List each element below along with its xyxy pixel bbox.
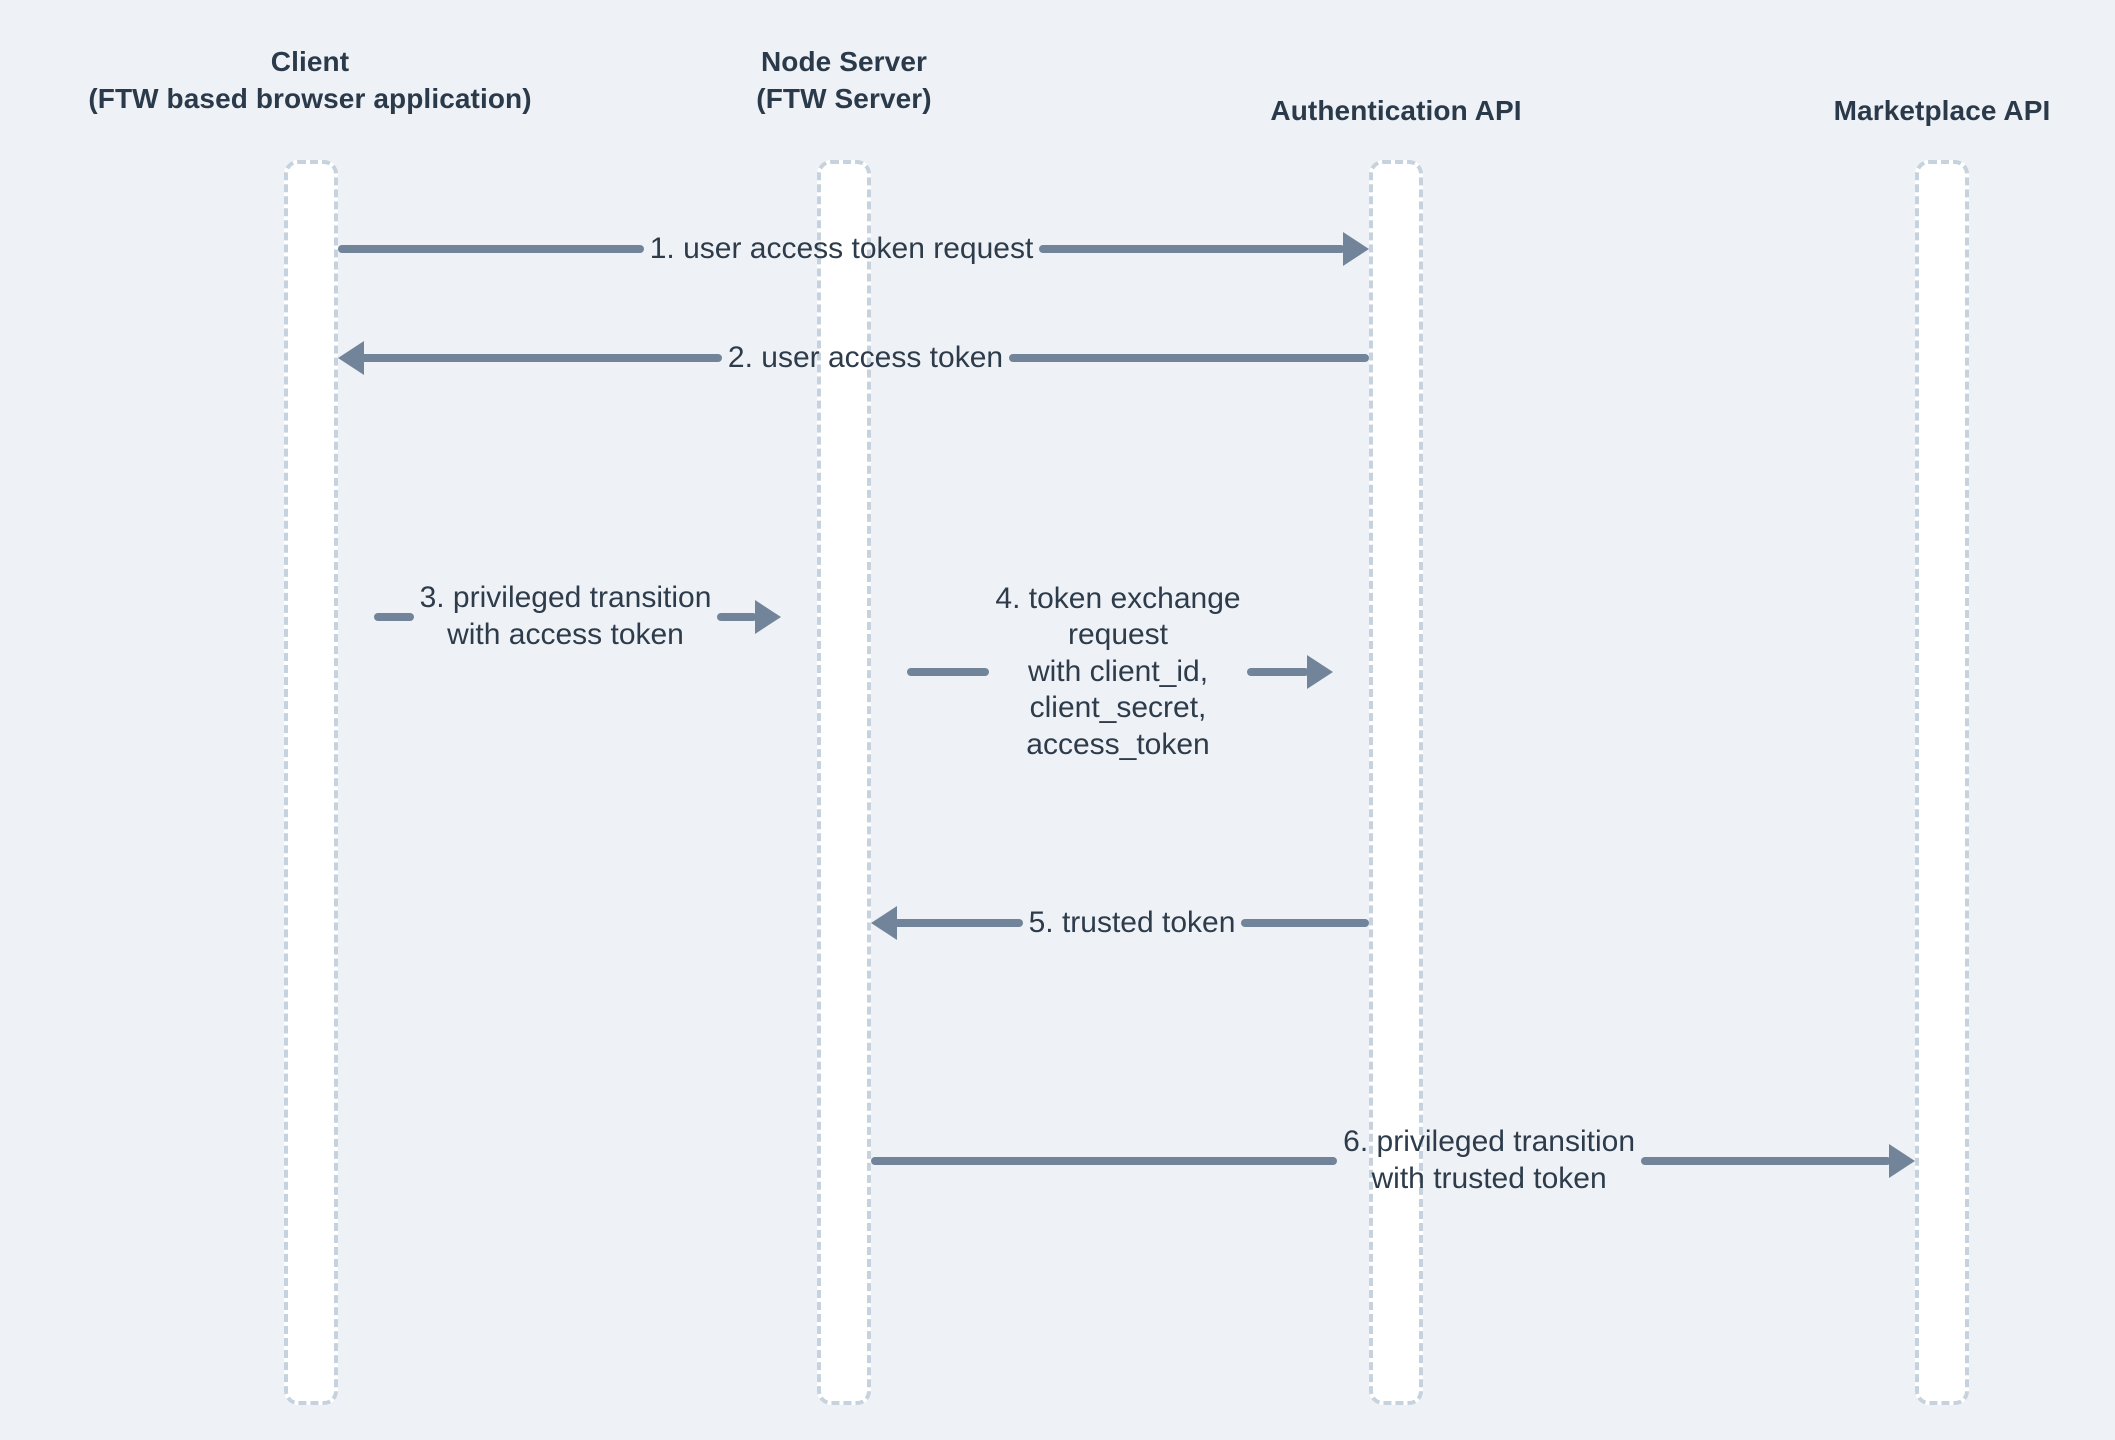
participant-header-auth-api: Authentication API — [1270, 95, 1522, 126]
arrow-left-icon — [338, 341, 364, 375]
lifeline-auth-api — [1369, 160, 1423, 1405]
message-1-line-left — [338, 245, 644, 253]
message-4: 4. token exchange request with client_id… — [871, 538, 1369, 806]
arrow-right-icon — [755, 600, 782, 634]
participant-header-node-server: Node Server (FTW Server) — [756, 46, 932, 114]
message-3-label: 3. privileged transition with access tok… — [419, 581, 712, 651]
message-2-line-right — [1009, 354, 1369, 362]
message-1-line-right — [1039, 245, 1346, 253]
message-5-label: 5. trusted token — [1028, 905, 1236, 939]
message-5-line-right — [1241, 919, 1370, 927]
message-3-line-left — [373, 613, 414, 621]
arrow-right-icon — [1889, 1144, 1915, 1178]
lifeline-client — [284, 160, 338, 1405]
participant-header-client: Client (FTW based browser application) — [88, 46, 532, 114]
arrow-right-icon — [1343, 232, 1370, 266]
message-4-label: 4. token exchange request with client_id… — [995, 581, 1241, 761]
arrow-right-icon — [1306, 655, 1333, 689]
message-4-line-left — [907, 668, 990, 676]
lifeline-node-server — [817, 160, 871, 1405]
participant-header-marketplace-api: Marketplace API — [1833, 95, 2051, 126]
message-5: 5. trusted token — [871, 899, 1370, 947]
message-3-line-right — [717, 613, 758, 621]
arrow-left-icon — [871, 906, 897, 940]
message-5-line-left — [895, 919, 1023, 927]
message-2-line-left — [362, 354, 722, 362]
lifeline-marketplace-api — [1915, 160, 1969, 1405]
message-3: 3. privileged transition with access tok… — [338, 562, 817, 672]
message-6-line-left — [871, 1157, 1338, 1165]
message-6-line-right — [1641, 1157, 1891, 1165]
message-4-line-right — [1246, 668, 1309, 676]
